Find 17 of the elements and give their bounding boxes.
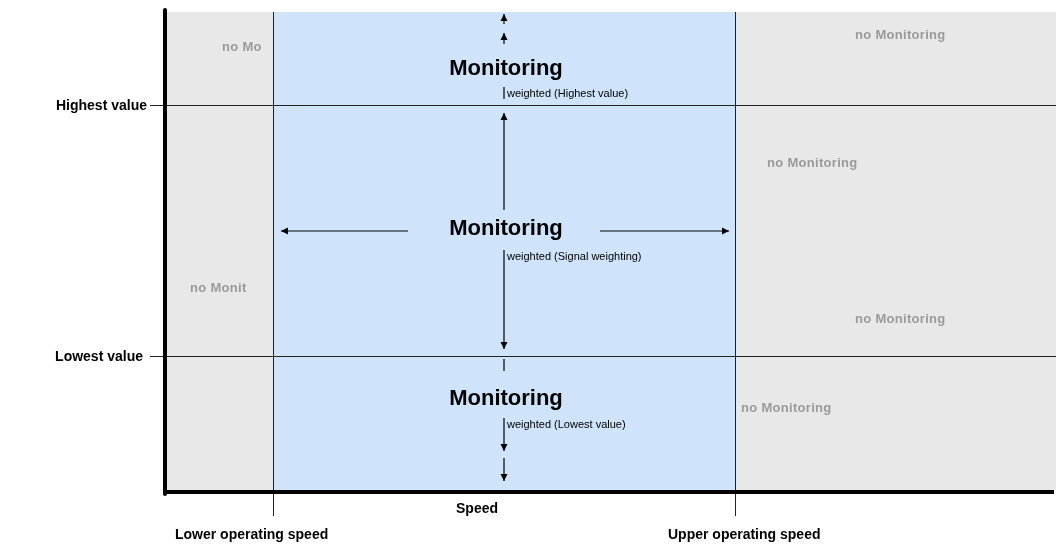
region-label: no Monit [190,280,247,296]
region-label: no Monitoring [741,400,832,416]
axis-label: Upper operating speed [668,527,821,543]
weighting-note: weighted (Lowest value) [507,417,626,431]
axis-label: Speed [456,501,498,517]
region-label: no Monitoring [767,155,858,171]
axis-label: Lower operating speed [175,527,329,543]
region-label: no Monitoring [855,27,946,43]
weighting-note: weighted (Signal weighting) [507,249,642,263]
region-label: no Monitoring [855,311,946,327]
region-heading: Monitoring [449,385,563,411]
axis-label: Lowest value [55,349,143,365]
region-heading: Monitoring [449,55,563,81]
region-label: no Mo [222,39,262,55]
region-heading: Monitoring [449,215,563,241]
weighting-note: weighted (Highest value) [507,86,629,100]
axis-label: Highest value [55,98,147,114]
